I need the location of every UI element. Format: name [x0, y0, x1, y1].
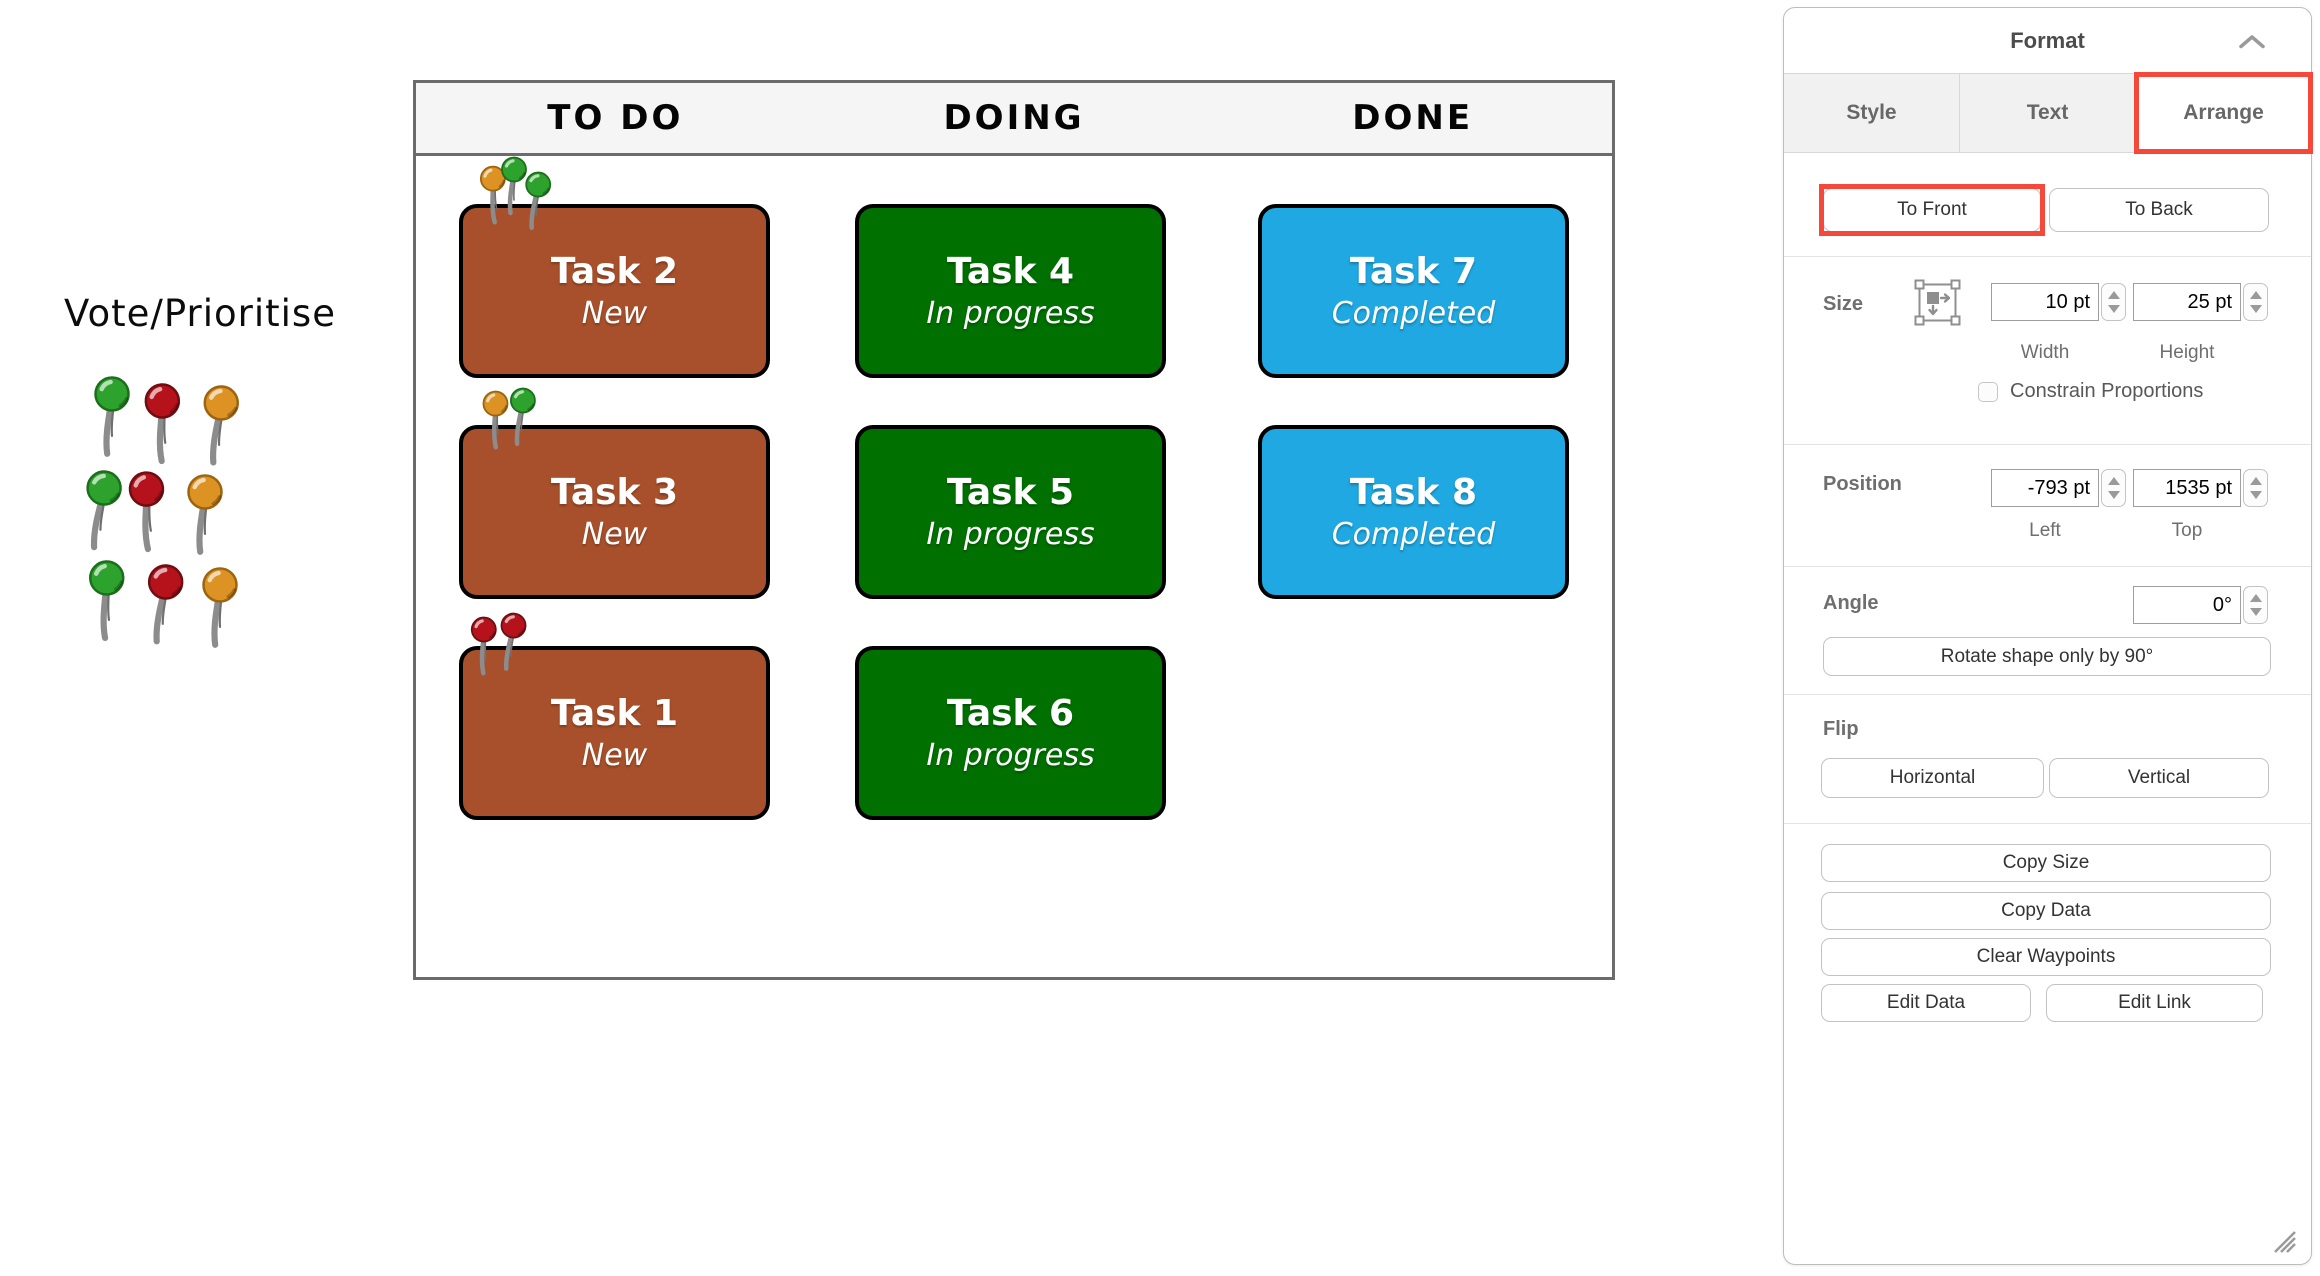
task-title: Task 7 — [1349, 251, 1478, 292]
task-title: Task 3 — [550, 472, 679, 513]
task-title: Task 6 — [946, 693, 1075, 734]
position-top-stepper[interactable] — [2243, 469, 2268, 507]
task-card-task4[interactable]: Task 4 In progress — [855, 204, 1166, 378]
angle-input[interactable]: 0° — [2133, 586, 2241, 624]
task-title: Task 4 — [946, 251, 1075, 292]
width-stepper[interactable] — [2101, 283, 2126, 321]
task-title: Task 2 — [550, 251, 679, 292]
kanban-board-header: TO DO DOING DONE — [416, 83, 1612, 156]
tab-label: Text — [2026, 101, 2069, 124]
divider — [1784, 823, 2311, 824]
position-top-input[interactable]: 1535 pt — [2133, 469, 2241, 507]
tab-label: Style — [1846, 101, 1897, 124]
column-header-done[interactable]: DONE — [1213, 83, 1612, 153]
task-status: New — [581, 296, 648, 331]
task-status: In progress — [926, 738, 1095, 773]
push-pin-icon[interactable] — [196, 383, 244, 471]
kanban-board[interactable]: TO DO DOING DONE Task 2 New Task 3 New T… — [413, 80, 1615, 980]
column-header-doing[interactable]: DOING — [815, 83, 1214, 153]
tab-arrange[interactable]: Arrange — [2134, 72, 2313, 154]
column-header-todo[interactable]: TO DO — [416, 83, 815, 153]
edit-link-button[interactable]: Edit Link — [2046, 984, 2263, 1022]
to-back-button[interactable]: To Back — [2049, 188, 2269, 232]
task-card-task2[interactable]: Task 2 New — [459, 204, 770, 378]
task-card-task5[interactable]: Task 5 In progress — [855, 425, 1166, 599]
push-pin-icon[interactable] — [76, 467, 127, 557]
divider — [1784, 444, 2311, 445]
column-title: TO DO — [547, 98, 684, 138]
constrain-proportions-label: Constrain Proportions — [2010, 380, 2204, 402]
task-card-task6[interactable]: Task 6 In progress — [855, 646, 1166, 820]
divider — [1784, 566, 2311, 567]
angle-stepper[interactable] — [2243, 586, 2268, 624]
width-input[interactable]: 10 pt — [1991, 283, 2099, 321]
vote-prioritise-label[interactable]: Vote/Prioritise — [64, 292, 336, 335]
task-card-task3[interactable]: Task 3 New — [459, 425, 770, 599]
push-pin-icon[interactable] — [84, 558, 132, 646]
position-section-label: Position — [1823, 473, 1902, 495]
task-status: Completed — [1331, 296, 1496, 331]
format-tab-bar: Style Text Arrange — [1784, 72, 2313, 154]
divider — [1784, 256, 2311, 257]
position-left-caption: Left — [2029, 520, 2061, 541]
to-front-button[interactable]: To Front — [1819, 184, 2045, 236]
height-input[interactable]: 25 pt — [2133, 283, 2241, 321]
position-left-input[interactable]: -793 pt — [1991, 469, 2099, 507]
push-pin-icon[interactable] — [198, 566, 242, 652]
task-card-task1[interactable]: Task 1 New — [459, 646, 770, 820]
autosize-icon[interactable] — [1914, 279, 1961, 326]
format-panel: Format Style Text Arrange To Front To Ba… — [1783, 7, 2313, 1265]
push-pin-icon[interactable] — [123, 468, 176, 558]
format-panel-title: Format — [2010, 27, 2085, 53]
task-title: Task 8 — [1349, 472, 1478, 513]
height-caption: Height — [2159, 342, 2215, 363]
push-pin-icon[interactable] — [139, 562, 189, 651]
tab-label: Arrange — [2183, 101, 2264, 124]
position-left-stepper[interactable] — [2101, 469, 2126, 507]
width-caption: Width — [2020, 342, 2070, 363]
constrain-proportions-checkbox[interactable] — [1978, 382, 1998, 402]
copy-size-button[interactable]: Copy Size — [1821, 844, 2271, 882]
task-title: Task 1 — [550, 693, 679, 734]
task-card-task8[interactable]: Task 8 Completed — [1258, 425, 1569, 599]
tab-text[interactable]: Text — [1960, 74, 2136, 152]
flip-horizontal-button[interactable]: Horizontal — [1821, 758, 2044, 798]
push-pin-icon[interactable] — [90, 375, 134, 461]
push-pin-icon[interactable] — [139, 381, 189, 470]
angle-section-label: Angle — [1823, 592, 1879, 614]
task-status: New — [581, 738, 648, 773]
position-top-caption: Top — [2171, 520, 2203, 541]
task-status: In progress — [926, 296, 1095, 331]
flip-section-label: Flip — [1823, 718, 1859, 740]
push-pin-icon[interactable] — [519, 170, 555, 234]
height-stepper[interactable] — [2243, 283, 2268, 321]
size-section-label: Size — [1823, 293, 1864, 315]
clear-waypoints-button[interactable]: Clear Waypoints — [1821, 938, 2271, 976]
task-card-task7[interactable]: Task 7 Completed — [1258, 204, 1569, 378]
task-status: New — [581, 517, 648, 552]
task-title: Task 5 — [946, 472, 1075, 513]
collapse-panel-icon[interactable] — [2239, 34, 2265, 49]
column-title: DONE — [1352, 98, 1474, 138]
divider — [1784, 694, 2311, 695]
flip-vertical-button[interactable]: Vertical — [2049, 758, 2269, 798]
copy-data-button[interactable]: Copy Data — [1821, 892, 2271, 930]
rotate-90-button[interactable]: Rotate shape only by 90° — [1823, 637, 2271, 676]
task-status: In progress — [926, 517, 1095, 552]
tab-style[interactable]: Style — [1784, 74, 1960, 152]
task-status: Completed — [1331, 517, 1496, 552]
column-title: DOING — [943, 98, 1085, 138]
push-pin-icon[interactable] — [504, 386, 539, 450]
push-pin-icon[interactable] — [493, 611, 530, 676]
panel-resize-grip[interactable] — [2269, 1226, 2299, 1254]
edit-data-button[interactable]: Edit Data — [1821, 984, 2031, 1022]
push-pin-icon[interactable] — [183, 473, 227, 559]
